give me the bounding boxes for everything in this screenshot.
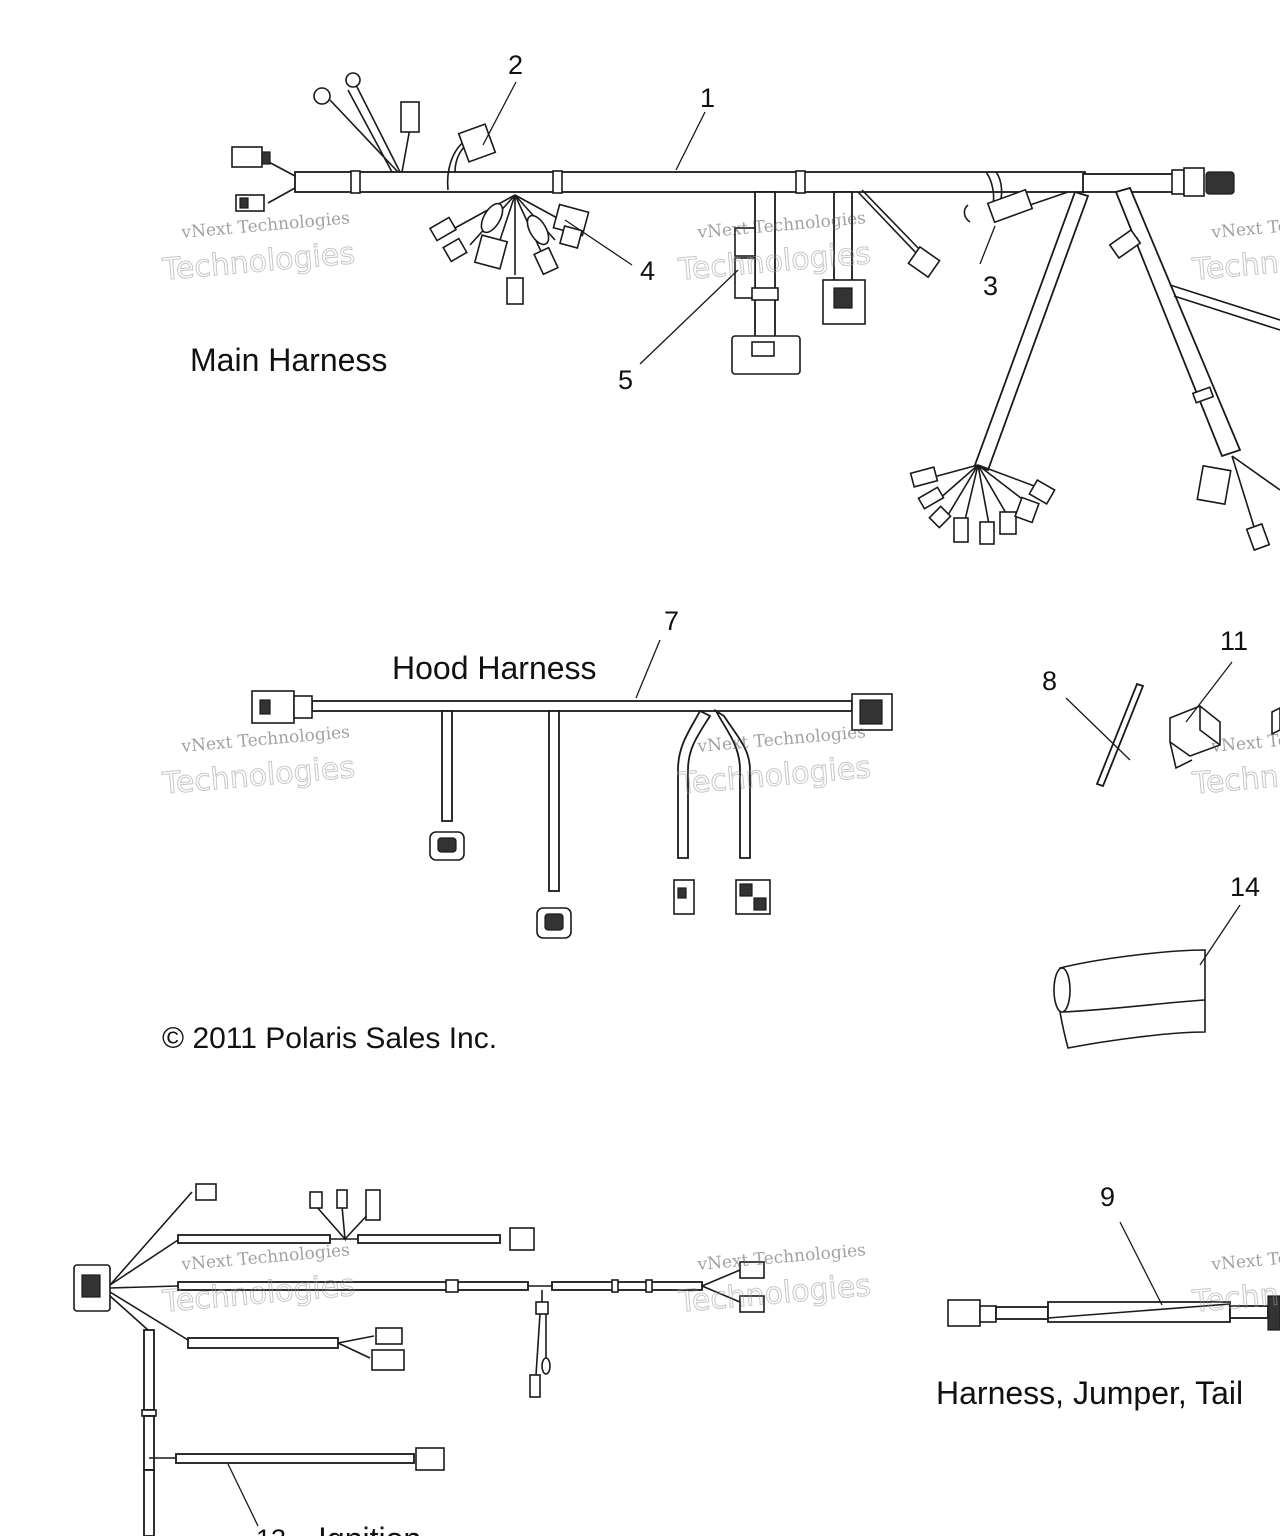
- jumper-harness-assembly: [947, 1295, 1280, 1331]
- harness-clip: [1169, 705, 1280, 770]
- svg-text:Technologies: Technologies: [1190, 236, 1280, 288]
- callout-11: 11: [1220, 626, 1248, 656]
- main-harness-title: Main Harness: [190, 342, 387, 378]
- jumper-harness-title: Harness, Jumper, Tail: [936, 1375, 1243, 1411]
- callout-13: 13: [256, 1524, 286, 1536]
- callout-8: 8: [1042, 666, 1057, 696]
- svg-text:vNext Technologies: vNext Technologies: [1210, 208, 1280, 243]
- svg-text:Technologies: Technologies: [160, 236, 356, 288]
- main-harness-assembly: [231, 72, 1280, 552]
- callout-5: 5: [618, 365, 633, 395]
- svg-text:Technologies: Technologies: [676, 1268, 872, 1320]
- protective-sleeve: [1053, 949, 1206, 1049]
- callout-3: 3: [983, 271, 998, 301]
- callout-1: 1: [700, 83, 715, 113]
- callout-leaders: [227, 81, 1241, 1527]
- ignition-harness-assembly: [73, 1183, 765, 1536]
- svg-text:vNext Technologies: vNext Technologies: [1210, 1240, 1280, 1275]
- ignition-harness-title: Ignition: [318, 1521, 421, 1536]
- svg-text:Technologies: Technologies: [1190, 1268, 1280, 1320]
- callout-14: 14: [1230, 872, 1260, 902]
- hood-harness-assembly: [251, 690, 893, 939]
- svg-text:Technologies: Technologies: [160, 1268, 356, 1320]
- callout-4: 4: [640, 256, 655, 286]
- svg-text:Technologies: Technologies: [676, 750, 872, 802]
- callout-2: 2: [508, 50, 523, 80]
- callout-7: 7: [664, 606, 679, 636]
- copyright-notice: © 2011 Polaris Sales Inc.: [162, 1022, 497, 1055]
- svg-text:Technologies: Technologies: [1190, 750, 1280, 802]
- hood-harness-title: Hood Harness: [392, 650, 597, 686]
- cable-tie: [1095, 682, 1145, 788]
- svg-text:Technologies: Technologies: [160, 750, 356, 802]
- callout-9: 9: [1100, 1182, 1115, 1212]
